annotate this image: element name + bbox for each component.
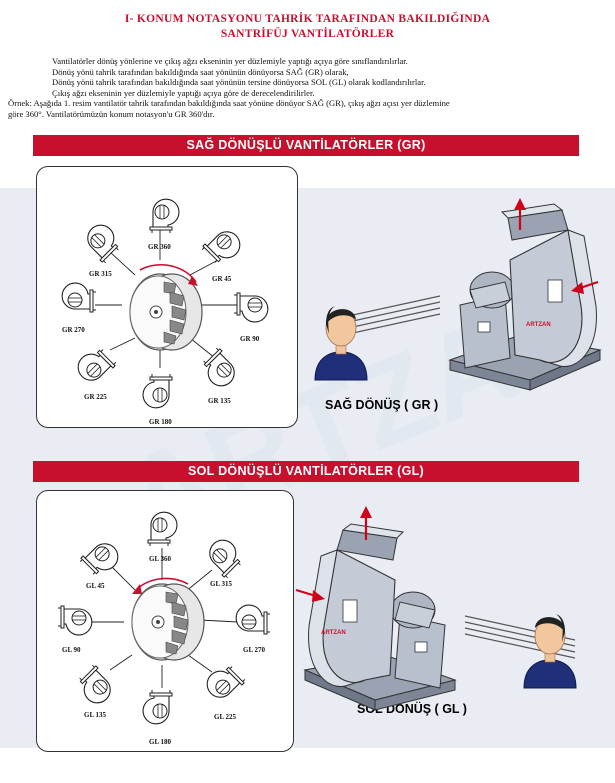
fan-icon — [149, 198, 180, 234]
fan-icon — [142, 373, 173, 409]
inlet-arrowhead-right — [571, 282, 584, 294]
position-label: GL 180 — [149, 738, 171, 746]
caption-right: SAĞ DÖNÜŞ ( GR ) — [325, 398, 439, 412]
position-label: GL 270 — [243, 646, 265, 654]
position-label: GL 45 — [86, 582, 105, 590]
intro-paragraph: Vantilatörler dönüş yönlerine ve çıkış a… — [8, 56, 608, 120]
section-banner-left: SOL DÖNÜŞLÜ VANTİLATÖRLER (GL) — [33, 461, 579, 482]
fan-icon — [142, 689, 173, 725]
fan-icon — [235, 604, 271, 635]
intro-line: Vantilatörler dönüş yönlerine ve çıkış a… — [52, 56, 408, 66]
fan-icon — [57, 605, 93, 636]
position-label: GR 90 — [240, 335, 260, 343]
page-title-line1: I- KONUM NOTASYONU TAHRİK TARAFINDAN BAK… — [124, 13, 491, 25]
outlet-arrowhead-left — [360, 506, 372, 518]
observer-person-right — [314, 305, 368, 381]
position-label: GR 360 — [148, 243, 171, 251]
intro-line: Dönüş yönü tahrik tarafından bakıldığınd… — [52, 77, 426, 88]
page-title-line2: SANTRİFÜJ VANTİLATÖRLER — [220, 28, 395, 40]
intro-line: göre 360°. Vantilatörümüzün konum notasy… — [8, 108, 215, 119]
fan-icon — [72, 663, 119, 709]
fan-icon — [200, 223, 246, 270]
fan-icon — [233, 292, 269, 323]
rotation-arrowhead-left — [132, 584, 142, 594]
fan-icon — [147, 511, 178, 547]
fan-icon — [79, 219, 126, 265]
inlet-arrow-right — [579, 281, 599, 289]
fan-machine-right — [329, 203, 601, 391]
position-label: GR 180 — [149, 418, 172, 426]
impeller-wheel-right — [129, 273, 203, 351]
position-label: GL 360 — [149, 555, 171, 563]
rotation-arrowhead-right — [188, 276, 198, 286]
impeller-wheel-left — [131, 583, 205, 661]
machine-brand-label: ARTZAN — [526, 322, 551, 328]
fan-icon — [78, 535, 124, 582]
inlet-arrowhead-left — [312, 590, 325, 602]
fan-icon — [196, 346, 243, 392]
position-label: GR 270 — [62, 326, 85, 334]
machine-brand-label: ARTZAN — [321, 630, 346, 636]
position-label: GR 225 — [84, 393, 107, 401]
outlet-arrowhead-right — [514, 198, 526, 210]
position-label: GR 135 — [208, 397, 231, 405]
fan-icon — [201, 659, 247, 706]
spokes-right — [95, 225, 238, 368]
position-label: GL 315 — [210, 580, 232, 588]
position-label: GR 315 — [89, 270, 112, 278]
position-label: GL 90 — [62, 646, 81, 654]
fan-icon — [61, 282, 97, 313]
position-label: GL 225 — [214, 713, 236, 721]
position-label: GR 45 — [212, 275, 232, 283]
section-banner-right: SAĞ DÖNÜŞLÜ VANTİLATÖRLER (GR) — [33, 135, 579, 156]
spokes-left — [92, 548, 239, 688]
position-label: GL 135 — [84, 711, 106, 719]
intro-line: Çıkış ağzı ekseninin yer düzlemiyle yapt… — [52, 87, 315, 98]
intro-line: Dönüş yönü tahrik tarafından bakıldığınd… — [52, 66, 349, 77]
intro-line: Örnek: Aşağıda 1. resim vantilatör tahri… — [8, 98, 450, 109]
